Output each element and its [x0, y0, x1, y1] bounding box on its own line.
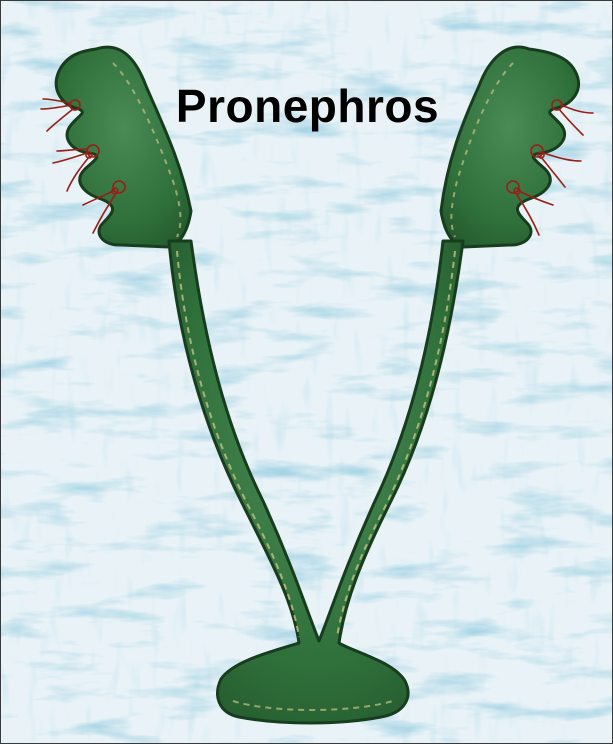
diagram-title: Pronephros: [1, 79, 613, 133]
